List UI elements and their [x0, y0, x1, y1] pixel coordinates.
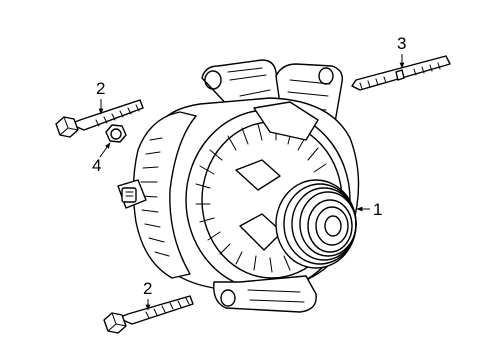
svg-text:2: 2: [143, 279, 152, 298]
stud-icon: [351, 55, 451, 91]
nut-icon: [105, 124, 127, 143]
callout-1: 1: [356, 200, 382, 219]
callout-2-upper: 2: [96, 79, 105, 115]
svg-text:4: 4: [92, 156, 101, 175]
alternator-assembly-icon: [117, 59, 360, 313]
callout-2-lower: 2: [143, 279, 152, 311]
bolt-icon: [55, 99, 144, 138]
svg-text:1: 1: [373, 200, 382, 219]
svg-text:2: 2: [96, 79, 105, 98]
callout-3: 3: [397, 34, 406, 69]
svg-text:3: 3: [397, 34, 406, 53]
bolt-icon: [103, 295, 194, 334]
callout-4: 4: [92, 142, 111, 175]
